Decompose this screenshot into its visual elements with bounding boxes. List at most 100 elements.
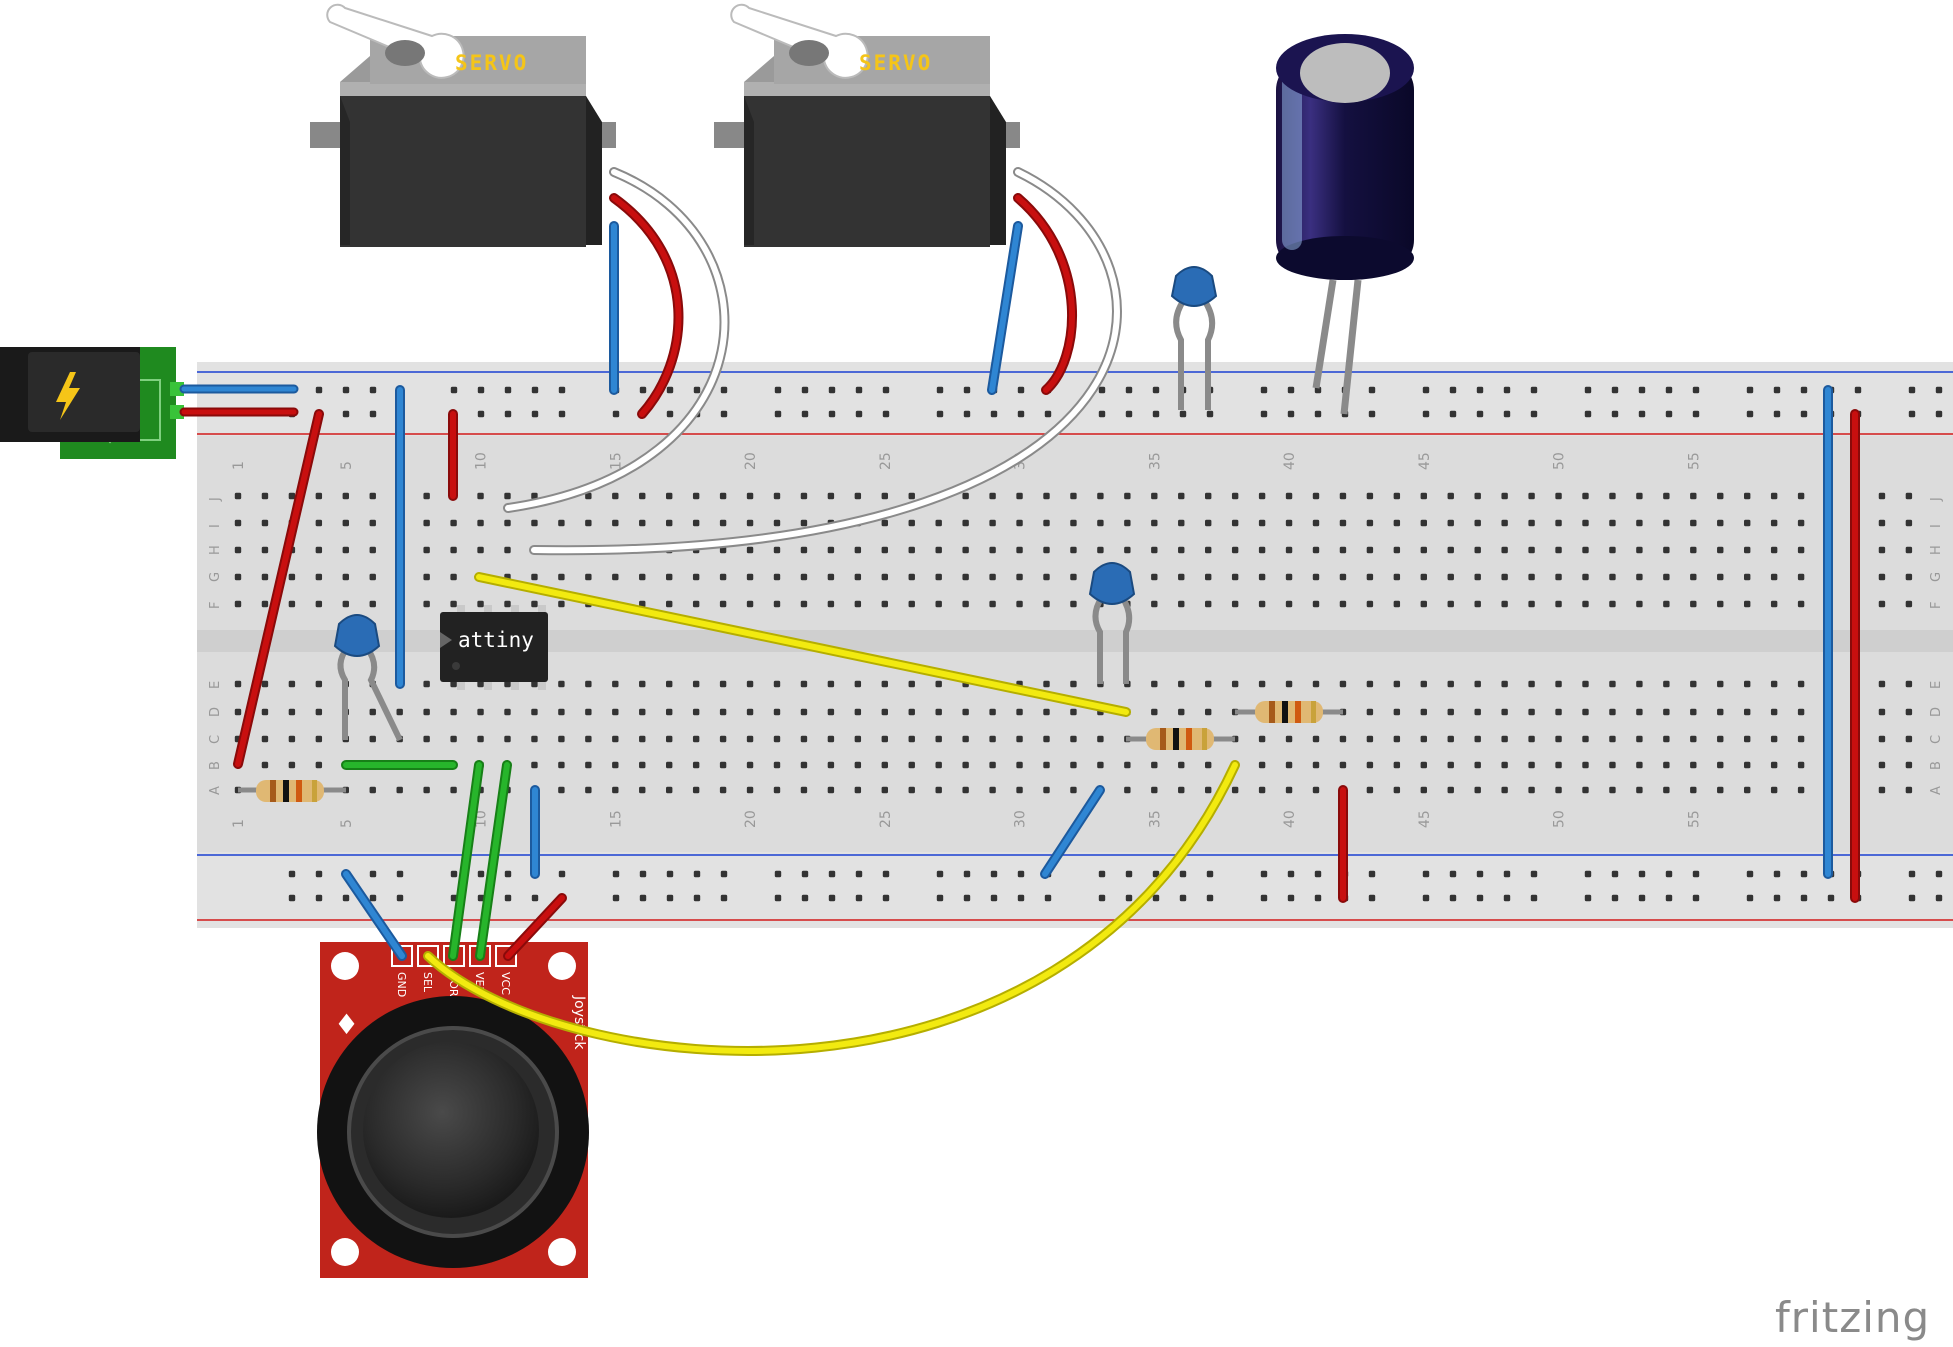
hole [1205, 761, 1212, 769]
hole [1611, 870, 1619, 878]
ceramic-capacitor-1[interactable] [1170, 266, 1218, 410]
hole [261, 492, 269, 500]
hole [828, 410, 836, 418]
hole [1663, 519, 1670, 527]
hole [666, 600, 673, 608]
hole [1420, 708, 1427, 716]
hole [1206, 410, 1214, 418]
hole [1905, 761, 1913, 769]
electrolytic-capacitor[interactable] [1276, 34, 1414, 415]
hole [800, 519, 808, 527]
hole [1285, 546, 1293, 554]
hole [936, 870, 944, 878]
column-number: 50 [1552, 810, 1568, 828]
hole [801, 386, 809, 394]
hole [450, 600, 457, 608]
hole [774, 894, 782, 902]
hole [342, 410, 350, 418]
hole [1555, 708, 1562, 716]
hole [1744, 546, 1751, 554]
hole [234, 492, 242, 500]
hole [1339, 680, 1347, 688]
chip-label: attiny [458, 628, 534, 652]
hole [1205, 600, 1212, 608]
joystick-label: Joystick [571, 995, 587, 1050]
hole [1609, 573, 1616, 581]
hole [1476, 894, 1484, 902]
resistor-1[interactable] [238, 780, 346, 802]
hole [558, 386, 566, 394]
ceramic-capacitor-3[interactable] [333, 614, 403, 742]
hole [1097, 761, 1104, 769]
hole [1744, 680, 1751, 688]
hole [773, 761, 781, 769]
hole [1717, 492, 1724, 500]
row-letter: C [208, 735, 223, 744]
lightning-bolt-icon [56, 372, 80, 420]
hole [504, 680, 511, 688]
hole [719, 600, 727, 608]
hole [1501, 519, 1508, 527]
hole [612, 761, 619, 769]
hole [1393, 786, 1401, 794]
hole [1582, 708, 1589, 716]
hole [800, 600, 808, 608]
hole [1447, 573, 1454, 581]
hole [1339, 735, 1347, 743]
column-number: 45 [1417, 452, 1433, 470]
servo-motor-2[interactable]: SERVO [714, 3, 1020, 247]
hole [1611, 894, 1619, 902]
hole [855, 386, 863, 394]
hole [1312, 573, 1320, 581]
resistor-2[interactable] [1126, 728, 1235, 750]
servo-motor-1[interactable]: SERVO [310, 3, 616, 247]
hole [855, 870, 863, 878]
hole [1717, 761, 1724, 769]
hole [369, 410, 377, 418]
column-number: 20 [743, 452, 759, 470]
row-letter: C [1929, 735, 1944, 744]
hole [1476, 870, 1484, 878]
hole [315, 519, 323, 527]
hole [315, 600, 323, 608]
hole [1800, 870, 1808, 878]
flame-logo-icon: ♦ [334, 1008, 359, 1041]
hole [1770, 680, 1778, 688]
hole [774, 386, 782, 394]
hole [639, 761, 646, 769]
hole [1312, 735, 1320, 743]
hole [800, 546, 808, 554]
hole [423, 546, 430, 554]
hole [1151, 761, 1158, 769]
hole [801, 870, 809, 878]
hole [1258, 761, 1266, 769]
hole [1476, 386, 1484, 394]
hole [1770, 492, 1778, 500]
hole [855, 894, 863, 902]
hole [369, 573, 376, 581]
hole [1663, 600, 1670, 608]
hole [854, 680, 862, 688]
hole [935, 680, 942, 688]
hole [1178, 761, 1185, 769]
attiny-chip[interactable]: attiny [440, 605, 548, 690]
resistor-3[interactable] [1235, 701, 1343, 723]
hole [881, 761, 888, 769]
joystick-knob[interactable] [363, 1042, 539, 1218]
hole [1878, 786, 1886, 794]
hole [881, 546, 888, 554]
hole [1717, 573, 1724, 581]
hole [504, 735, 511, 743]
hole [1043, 761, 1050, 769]
hole [827, 546, 835, 554]
ceramic-capacitor-2[interactable] [1088, 562, 1136, 684]
hole [1609, 546, 1616, 554]
hole [1260, 386, 1268, 394]
hole [504, 546, 511, 554]
hole [1368, 894, 1376, 902]
hole [612, 573, 619, 581]
hole [1420, 600, 1427, 608]
hole [1744, 492, 1751, 500]
hole [1393, 546, 1401, 554]
